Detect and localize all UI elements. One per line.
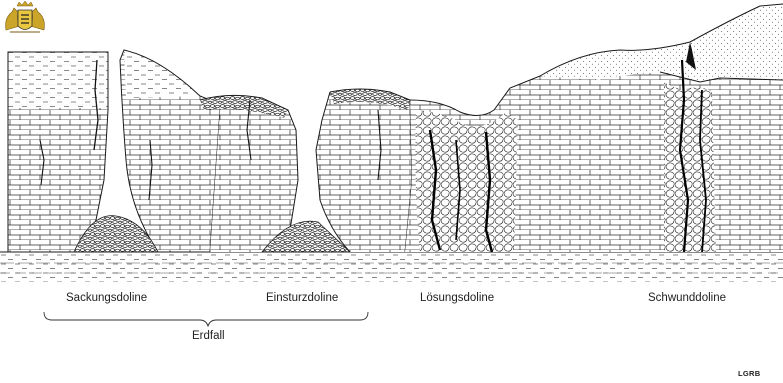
loesungsdoline-block	[405, 56, 660, 252]
sackungsdoline-block	[8, 50, 220, 252]
label-erdfall: Erdfall	[192, 330, 225, 342]
label-schwunddoline: Schwunddoline	[648, 292, 726, 304]
einsturzdoline-block	[200, 89, 412, 252]
erdfall-brace	[44, 312, 368, 326]
coat-of-arms-icon	[0, 0, 50, 46]
logo-wordmark: LGRB	[738, 369, 760, 378]
label-einsturzdoline: Einsturzdoline	[266, 292, 338, 304]
label-loesungsdoline: Lösungsdoline	[420, 292, 494, 304]
label-sackungsdoline: Sackungsdoline	[66, 292, 147, 304]
base-layer	[0, 252, 783, 282]
